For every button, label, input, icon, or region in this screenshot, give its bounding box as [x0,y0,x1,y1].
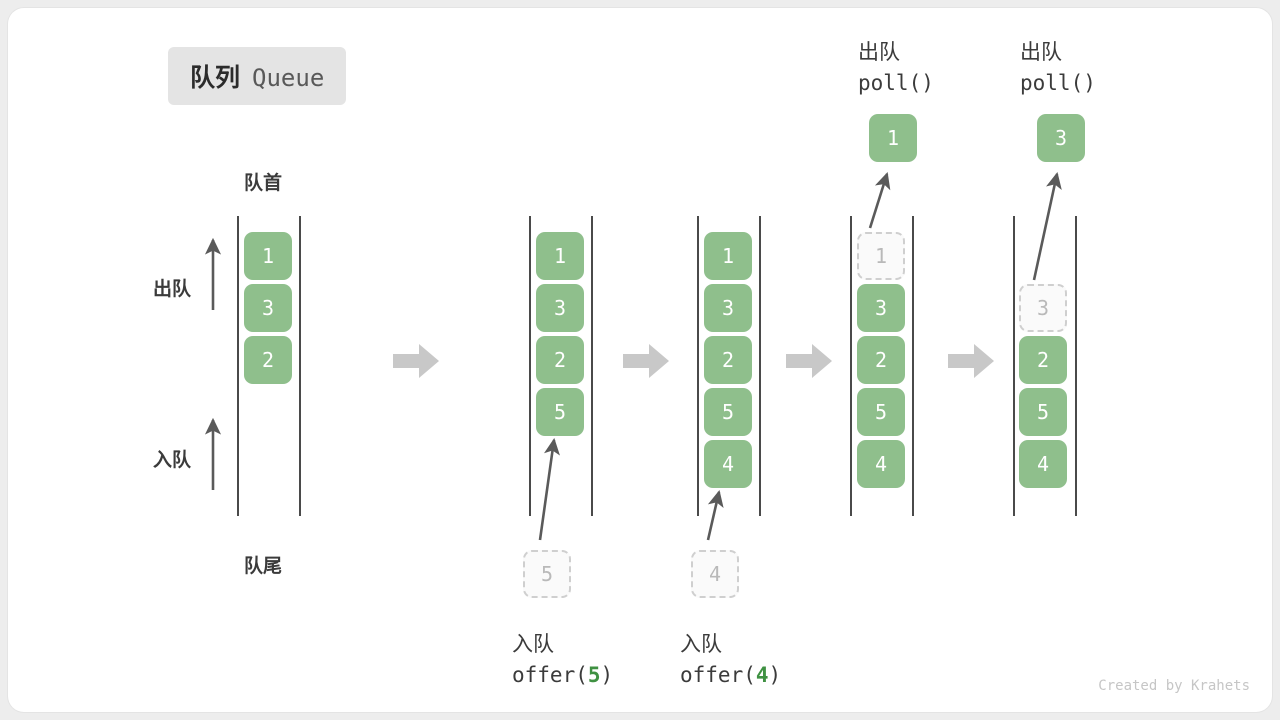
rail-left-col2 [529,216,531,516]
queue-cell: 4 [704,440,752,488]
op-code-prefix: offer( [680,663,756,687]
queue-cell: 2 [704,336,752,384]
op-code-suffix: ) [768,663,782,687]
rail-left-col5 [1013,216,1015,516]
diagram-card: 队列 Queue 队首 队尾 出队 入队 1 3 2 1 3 2 5 5 入队 … [8,8,1272,712]
queue-cell: 1 [704,232,752,280]
op-code-prefix: poll( [858,71,922,95]
rail-right-col1 [299,216,301,516]
queue-cell: 3 [244,284,292,332]
queue-cell: 3 [536,284,584,332]
queue-cell: 3 [704,284,752,332]
queue-cell: 5 [536,388,584,436]
op-code-value: 4 [755,663,769,687]
operation-label-cn: 出队 [1020,40,1062,64]
queue-cell: 5 [857,388,905,436]
queue-cell: 4 [857,440,905,488]
credit-text: Created by Krahets [1098,678,1250,694]
queue-cell: 5 [704,388,752,436]
rail-right-col3 [759,216,761,516]
incoming-ghost-cell: 5 [523,550,571,598]
incoming-ghost-cell: 4 [691,550,739,598]
op-code-value: 5 [587,663,601,687]
queue-rear-label: 队尾 [244,555,283,577]
op-code-suffix: ) [600,663,614,687]
rail-left-col3 [697,216,699,516]
queue-cell: 4 [1019,440,1067,488]
title-english: Queue [252,64,325,92]
step-arrow-icon [786,344,832,378]
enqueue-flow-arrow-5 [538,437,560,541]
queue-cell: 2 [244,336,292,384]
removed-ghost-cell: 3 [1019,284,1067,332]
operation-label-cn: 入队 [680,632,722,656]
operation-label-cn: 出队 [858,40,900,64]
rail-left-col4 [850,216,852,516]
queue-cell: 3 [857,284,905,332]
queue-cell: 2 [1019,336,1067,384]
queue-front-label: 队首 [244,172,283,194]
operation-label-code: poll() [1020,71,1096,95]
op-code-prefix: poll( [1020,71,1084,95]
rail-right-col2 [591,216,593,516]
rail-left-col1 [237,216,239,516]
removed-ghost-cell: 1 [857,232,905,280]
title-chinese: 队列 [190,63,241,92]
queue-cell: 2 [857,336,905,384]
dequeue-flow-arrow-3 [1032,171,1062,281]
enqueue-direction-label: 入队 [153,449,192,471]
step-arrow-icon [393,344,439,378]
rail-right-col4 [912,216,914,516]
enqueue-flow-arrow-4 [706,489,724,541]
operation-label-code: poll() [858,71,934,95]
queue-cell: 2 [536,336,584,384]
polled-output-cell: 1 [869,114,917,162]
dequeue-direction-label: 出队 [153,278,192,300]
op-code-prefix: offer( [512,663,588,687]
operation-label-cn: 入队 [512,632,554,656]
polled-output-cell: 3 [1037,114,1085,162]
rail-right-col5 [1075,216,1077,516]
op-code-suffix: ) [1083,71,1096,95]
queue-cell: 1 [244,232,292,280]
diagram-title-badge: 队列 Queue [168,47,347,105]
step-arrow-icon [948,344,994,378]
queue-cell: 1 [536,232,584,280]
queue-cell: 5 [1019,388,1067,436]
operation-label-code: offer(5) [512,663,613,687]
op-code-suffix: ) [921,71,934,95]
step-arrow-icon [623,344,669,378]
dequeue-flow-arrow-1 [868,172,891,229]
operation-label-code: offer(4) [680,663,781,687]
